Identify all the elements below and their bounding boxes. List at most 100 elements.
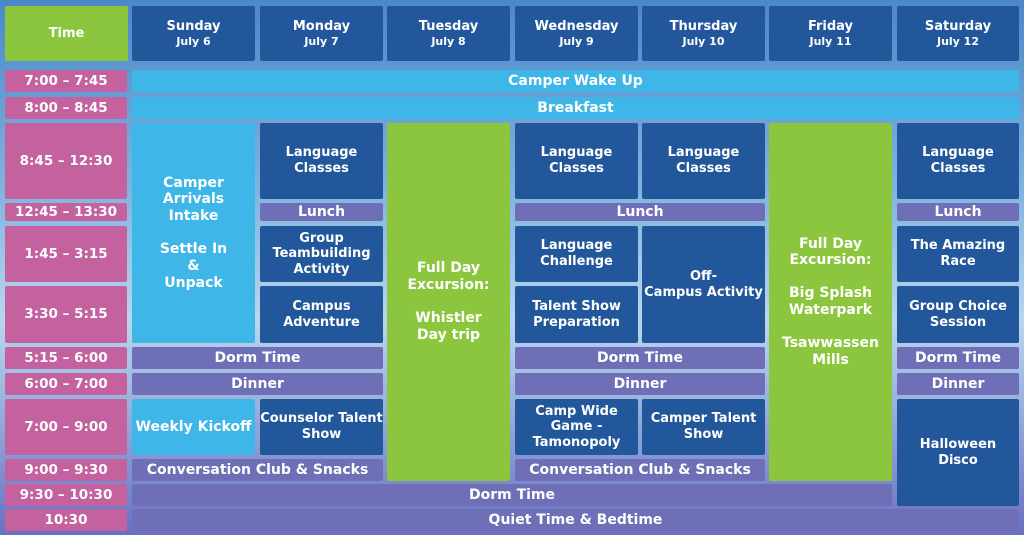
event-line: Disco [938,452,978,468]
time-slot: 9:00 – 9:30 [5,459,127,481]
event-line: Talent Show [532,298,621,314]
event-breakfast: Breakfast [132,97,1019,119]
event-line: Group [299,230,344,246]
time-slot: 8:00 – 8:45 [5,97,127,119]
day-date: July 7 [304,34,339,48]
event-campus-adventure: Campus Adventure [260,286,383,343]
event-language-classes: Language Classes [897,123,1019,199]
event-whistler-excursion: Full Day Excursion: Whistler Day trip [387,123,510,481]
event-line: Teambuilding [272,246,371,262]
event-line: Excursion: [789,252,872,269]
event-talent-show-prep: Talent Show Preparation [515,286,638,343]
time-slot: 1:45 – 3:15 [5,226,127,282]
event-dorm-time-late: Dorm Time [132,484,892,506]
event-dinner: Dinner [132,373,383,395]
event-camp-wide-game: Camp Wide Game - Tamonopoly [515,399,638,455]
event-line: Preparation [533,314,620,330]
event-line: Off- [690,268,717,284]
event-line: Tamonopoly [532,434,621,450]
event-line: Intake [168,208,219,225]
event-conversation-club: Conversation Club & Snacks [132,459,383,481]
day-name: Saturday [924,19,992,35]
event-line: Show [301,427,342,442]
event-language-classes: Language Classes [260,123,383,199]
event-line: Whistler [415,310,482,326]
event-line: Camp Wide Game - [535,403,618,435]
day-date: July 8 [431,34,466,48]
event-line: Challenge [540,254,613,269]
event-amazing-race: The Amazing Race [897,226,1019,282]
day-date: July 9 [559,34,594,48]
event-counselor-talent-show: Counselor Talent Show [260,399,383,455]
day-name: Tuesday [418,19,479,35]
event-dorm-time: Dorm Time [515,347,765,369]
event-line: Halloween [919,436,997,452]
day-name: Friday [807,19,854,35]
event-line: Camper Arrivals [162,174,225,208]
event-language-classes: Language Classes [642,123,765,199]
event-camper-talent-show: Camper Talent Show [642,399,765,455]
time-slot: 7:00 – 7:45 [5,70,127,92]
event-line: Unpack [164,274,223,291]
event-line: Camper Talent [650,411,757,427]
event-line: Language [540,238,613,254]
event-lunch: Lunch [897,203,1019,221]
event-line: Full Day [798,235,863,252]
event-line: Campus Activity [644,284,763,300]
event-group-choice: Group Choice Session [897,286,1019,343]
day-name: Monday [292,19,351,35]
event-quiet-time: Quiet Time & Bedtime [132,509,1019,531]
time-slot: 5:15 – 6:00 [5,347,127,369]
event-dorm-time: Dorm Time [897,347,1019,369]
event-language-challenge: Language Challenge [515,226,638,282]
event-off-campus-activity: Off- Campus Activity [642,226,765,343]
day-date: July 12 [936,34,979,48]
event-dorm-time: Dorm Time [132,347,383,369]
time-column-header: Time [5,6,128,61]
event-line: Full Day [416,260,481,277]
event-language-classes: Language Classes [515,123,638,199]
event-group-teambuilding: Group Teambuilding Activity [260,226,383,282]
time-slot: 6:00 – 7:00 [5,373,127,395]
event-line: Tsawwassen Mills [782,334,879,368]
event-line: Session [929,314,987,330]
event-big-splash-excursion: Full Day Excursion: Big Splash Waterpark… [769,123,892,481]
time-slot: 7:00 – 9:00 [5,399,127,455]
event-line: Activity [293,261,350,277]
time-slot: 8:45 – 12:30 [5,123,127,199]
event-line: Settle In [159,241,228,257]
event-dinner: Dinner [897,373,1019,395]
event-line: Show [683,427,724,442]
day-name: Sunday [166,19,221,35]
day-date: July 6 [176,34,211,48]
event-conversation-club: Conversation Club & Snacks [515,459,765,481]
event-line: Group Choice [909,298,1007,314]
time-slot: 9:30 – 10:30 [5,484,127,506]
event-halloween-disco: Halloween Disco [897,399,1019,506]
day-date: July 11 [809,34,852,48]
time-slot: 12:45 – 13:30 [5,203,127,221]
event-line: Counselor Talent [260,411,383,427]
event-dinner: Dinner [515,373,765,395]
event-weekly-kickoff: Weekly Kickoff [132,399,255,455]
event-camper-arrivals: Camper Arrivals Intake Settle In & Unpac… [132,123,255,343]
event-lunch: Lunch [515,203,765,221]
time-slot: 3:30 – 5:15 [5,286,127,343]
event-line: Big Splash [788,285,872,302]
event-camper-wake-up: Camper Wake Up [132,70,1019,92]
day-date: July 10 [682,34,725,48]
event-line: Excursion: [407,277,490,294]
event-line: Waterpark [788,302,873,318]
event-line: & [187,257,200,274]
day-name: Thursday [669,19,738,35]
event-line: Day trip [416,326,481,343]
time-slot: 10:30 [5,509,127,531]
day-name: Wednesday [534,19,619,35]
